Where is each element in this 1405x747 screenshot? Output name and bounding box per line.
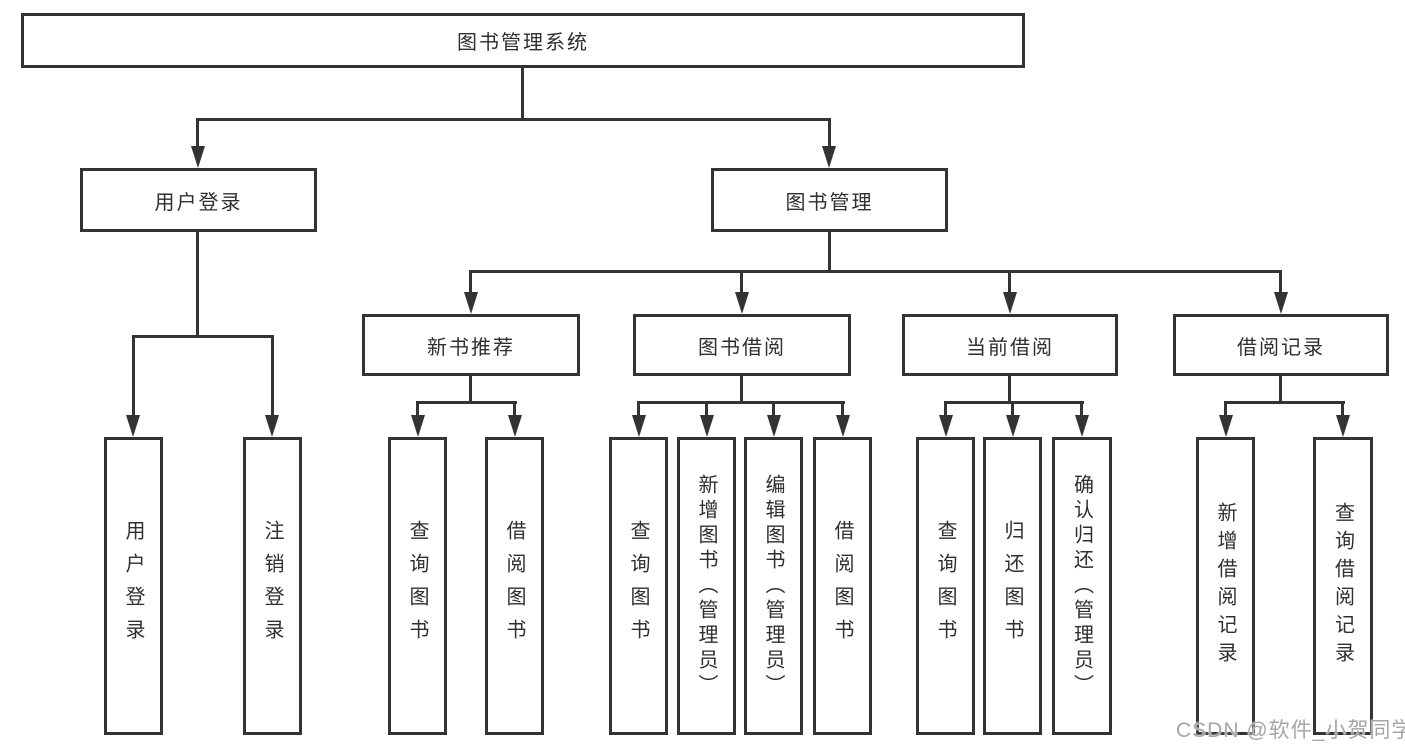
connector-arrowhead bbox=[1336, 415, 1350, 437]
connector-line bbox=[1224, 401, 1345, 404]
connector-line bbox=[705, 401, 708, 417]
connector-arrowhead bbox=[1274, 292, 1288, 314]
leaf-recommend-query-book: 查询图书 bbox=[388, 437, 447, 735]
node-book-management-label: 图书管理 bbox=[785, 191, 874, 214]
connector-line bbox=[132, 335, 274, 338]
leaf-recommend-borrow-book-label: 借阅图书 bbox=[503, 520, 525, 652]
leaf-recommend-borrow-book: 借阅图书 bbox=[485, 437, 544, 735]
node-root-label: 图书管理系统 bbox=[457, 32, 589, 54]
connector-arrowhead bbox=[1219, 415, 1233, 437]
connector-arrowhead bbox=[508, 415, 522, 437]
leaf-confirm-return-admin-label: 确认归还（管理员） bbox=[1070, 473, 1093, 699]
connector-line bbox=[828, 118, 831, 152]
leaf-query-borrow-record-label: 查询借阅记录 bbox=[1331, 502, 1354, 670]
connector-arrowhead bbox=[836, 415, 850, 437]
connector-line bbox=[469, 270, 472, 294]
connector-line bbox=[469, 270, 1282, 273]
connector-line bbox=[521, 68, 524, 121]
leaf-add-borrow-record-label: 新增借阅记录 bbox=[1214, 502, 1236, 670]
node-root: 图书管理系统 bbox=[21, 13, 1025, 68]
csdn-watermark: CSDN @软件_小贺同学 bbox=[1176, 719, 1405, 742]
node-new-book-recommend-label: 新书推荐 bbox=[427, 336, 515, 359]
connector-arrowhead bbox=[735, 292, 749, 314]
leaf-user-login: 用户登录 bbox=[104, 437, 163, 735]
leaf-logout-label: 注销登录 bbox=[261, 520, 283, 652]
leaf-add-book-admin: 新增图书（管理员） bbox=[677, 437, 736, 735]
node-current-borrow: 当前借阅 bbox=[902, 314, 1118, 376]
connector-line bbox=[1080, 401, 1083, 417]
leaf-current-query-book-label: 查询图书 bbox=[934, 520, 956, 652]
connector-line bbox=[1008, 270, 1011, 294]
node-book-management: 图书管理 bbox=[711, 168, 948, 232]
connector-arrowhead bbox=[126, 415, 140, 437]
connector-arrowhead bbox=[1075, 415, 1089, 437]
leaf-edit-book-admin: 编辑图书（管理员） bbox=[744, 437, 803, 735]
connector-arrowhead bbox=[700, 415, 714, 437]
connector-line bbox=[841, 401, 844, 417]
node-book-borrow-label: 图书借阅 bbox=[698, 336, 786, 359]
node-current-borrow-label: 当前借阅 bbox=[966, 336, 1054, 359]
connector-arrowhead bbox=[411, 415, 425, 437]
connector-arrowhead bbox=[632, 415, 646, 437]
connector-arrowhead bbox=[464, 292, 478, 314]
connector-line bbox=[944, 401, 947, 417]
connector-line bbox=[1341, 401, 1344, 417]
connector-line bbox=[416, 401, 419, 417]
leaf-user-login-label: 用户登录 bbox=[122, 520, 144, 652]
leaf-add-borrow-record: 新增借阅记录 bbox=[1196, 437, 1255, 735]
connector-line bbox=[944, 401, 1084, 404]
connector-line bbox=[1279, 376, 1282, 404]
node-user-login-group-label: 用户登录 bbox=[154, 191, 243, 214]
connector-line bbox=[416, 401, 517, 404]
connector-line bbox=[196, 118, 831, 121]
node-user-login-group: 用户登录 bbox=[80, 168, 317, 232]
connector-line bbox=[513, 401, 516, 417]
leaf-recommend-query-book-label: 查询图书 bbox=[406, 520, 428, 652]
connector-line bbox=[196, 232, 199, 336]
connector-line bbox=[271, 335, 274, 417]
connector-arrowhead bbox=[1003, 292, 1017, 314]
connector-line bbox=[1011, 401, 1014, 417]
connector-line bbox=[828, 232, 831, 273]
node-book-borrow: 图书借阅 bbox=[633, 314, 851, 376]
leaf-borrow-book: 借阅图书 bbox=[813, 437, 872, 735]
connector-arrowhead bbox=[191, 146, 205, 168]
leaf-confirm-return-admin: 确认归还（管理员） bbox=[1052, 437, 1112, 735]
node-borrow-record-label: 借阅记录 bbox=[1237, 336, 1325, 359]
leaf-borrow-query-book: 查询图书 bbox=[609, 437, 668, 735]
leaf-current-query-book: 查询图书 bbox=[916, 437, 975, 735]
connector-line bbox=[1224, 401, 1227, 417]
connector-line bbox=[196, 118, 199, 152]
connector-line bbox=[132, 335, 135, 417]
node-borrow-record: 借阅记录 bbox=[1173, 314, 1389, 376]
leaf-add-book-admin-label: 新增图书（管理员） bbox=[695, 473, 717, 699]
leaf-edit-book-admin-label: 编辑图书（管理员） bbox=[762, 473, 784, 699]
connector-line bbox=[740, 376, 743, 404]
connector-line bbox=[637, 401, 845, 404]
connector-arrowhead bbox=[1006, 415, 1020, 437]
connector-line bbox=[1008, 376, 1011, 404]
node-new-book-recommend: 新书推荐 bbox=[362, 314, 580, 376]
leaf-return-book-label: 归还图书 bbox=[1001, 520, 1023, 652]
connector-arrowhead bbox=[767, 415, 781, 437]
connector-line bbox=[740, 270, 743, 294]
leaf-borrow-query-book-label: 查询图书 bbox=[627, 520, 649, 652]
connector-arrowhead bbox=[939, 415, 953, 437]
leaf-query-borrow-record: 查询借阅记录 bbox=[1313, 437, 1373, 735]
connector-line bbox=[1279, 270, 1282, 294]
leaf-return-book: 归还图书 bbox=[983, 437, 1042, 735]
connector-arrowhead bbox=[822, 146, 836, 168]
leaf-logout: 注销登录 bbox=[243, 437, 302, 735]
leaf-borrow-book-label: 借阅图书 bbox=[831, 520, 853, 652]
connector-arrowhead bbox=[265, 415, 279, 437]
connector-line bbox=[469, 376, 472, 404]
connector-line bbox=[772, 401, 775, 417]
connector-line bbox=[637, 401, 640, 417]
